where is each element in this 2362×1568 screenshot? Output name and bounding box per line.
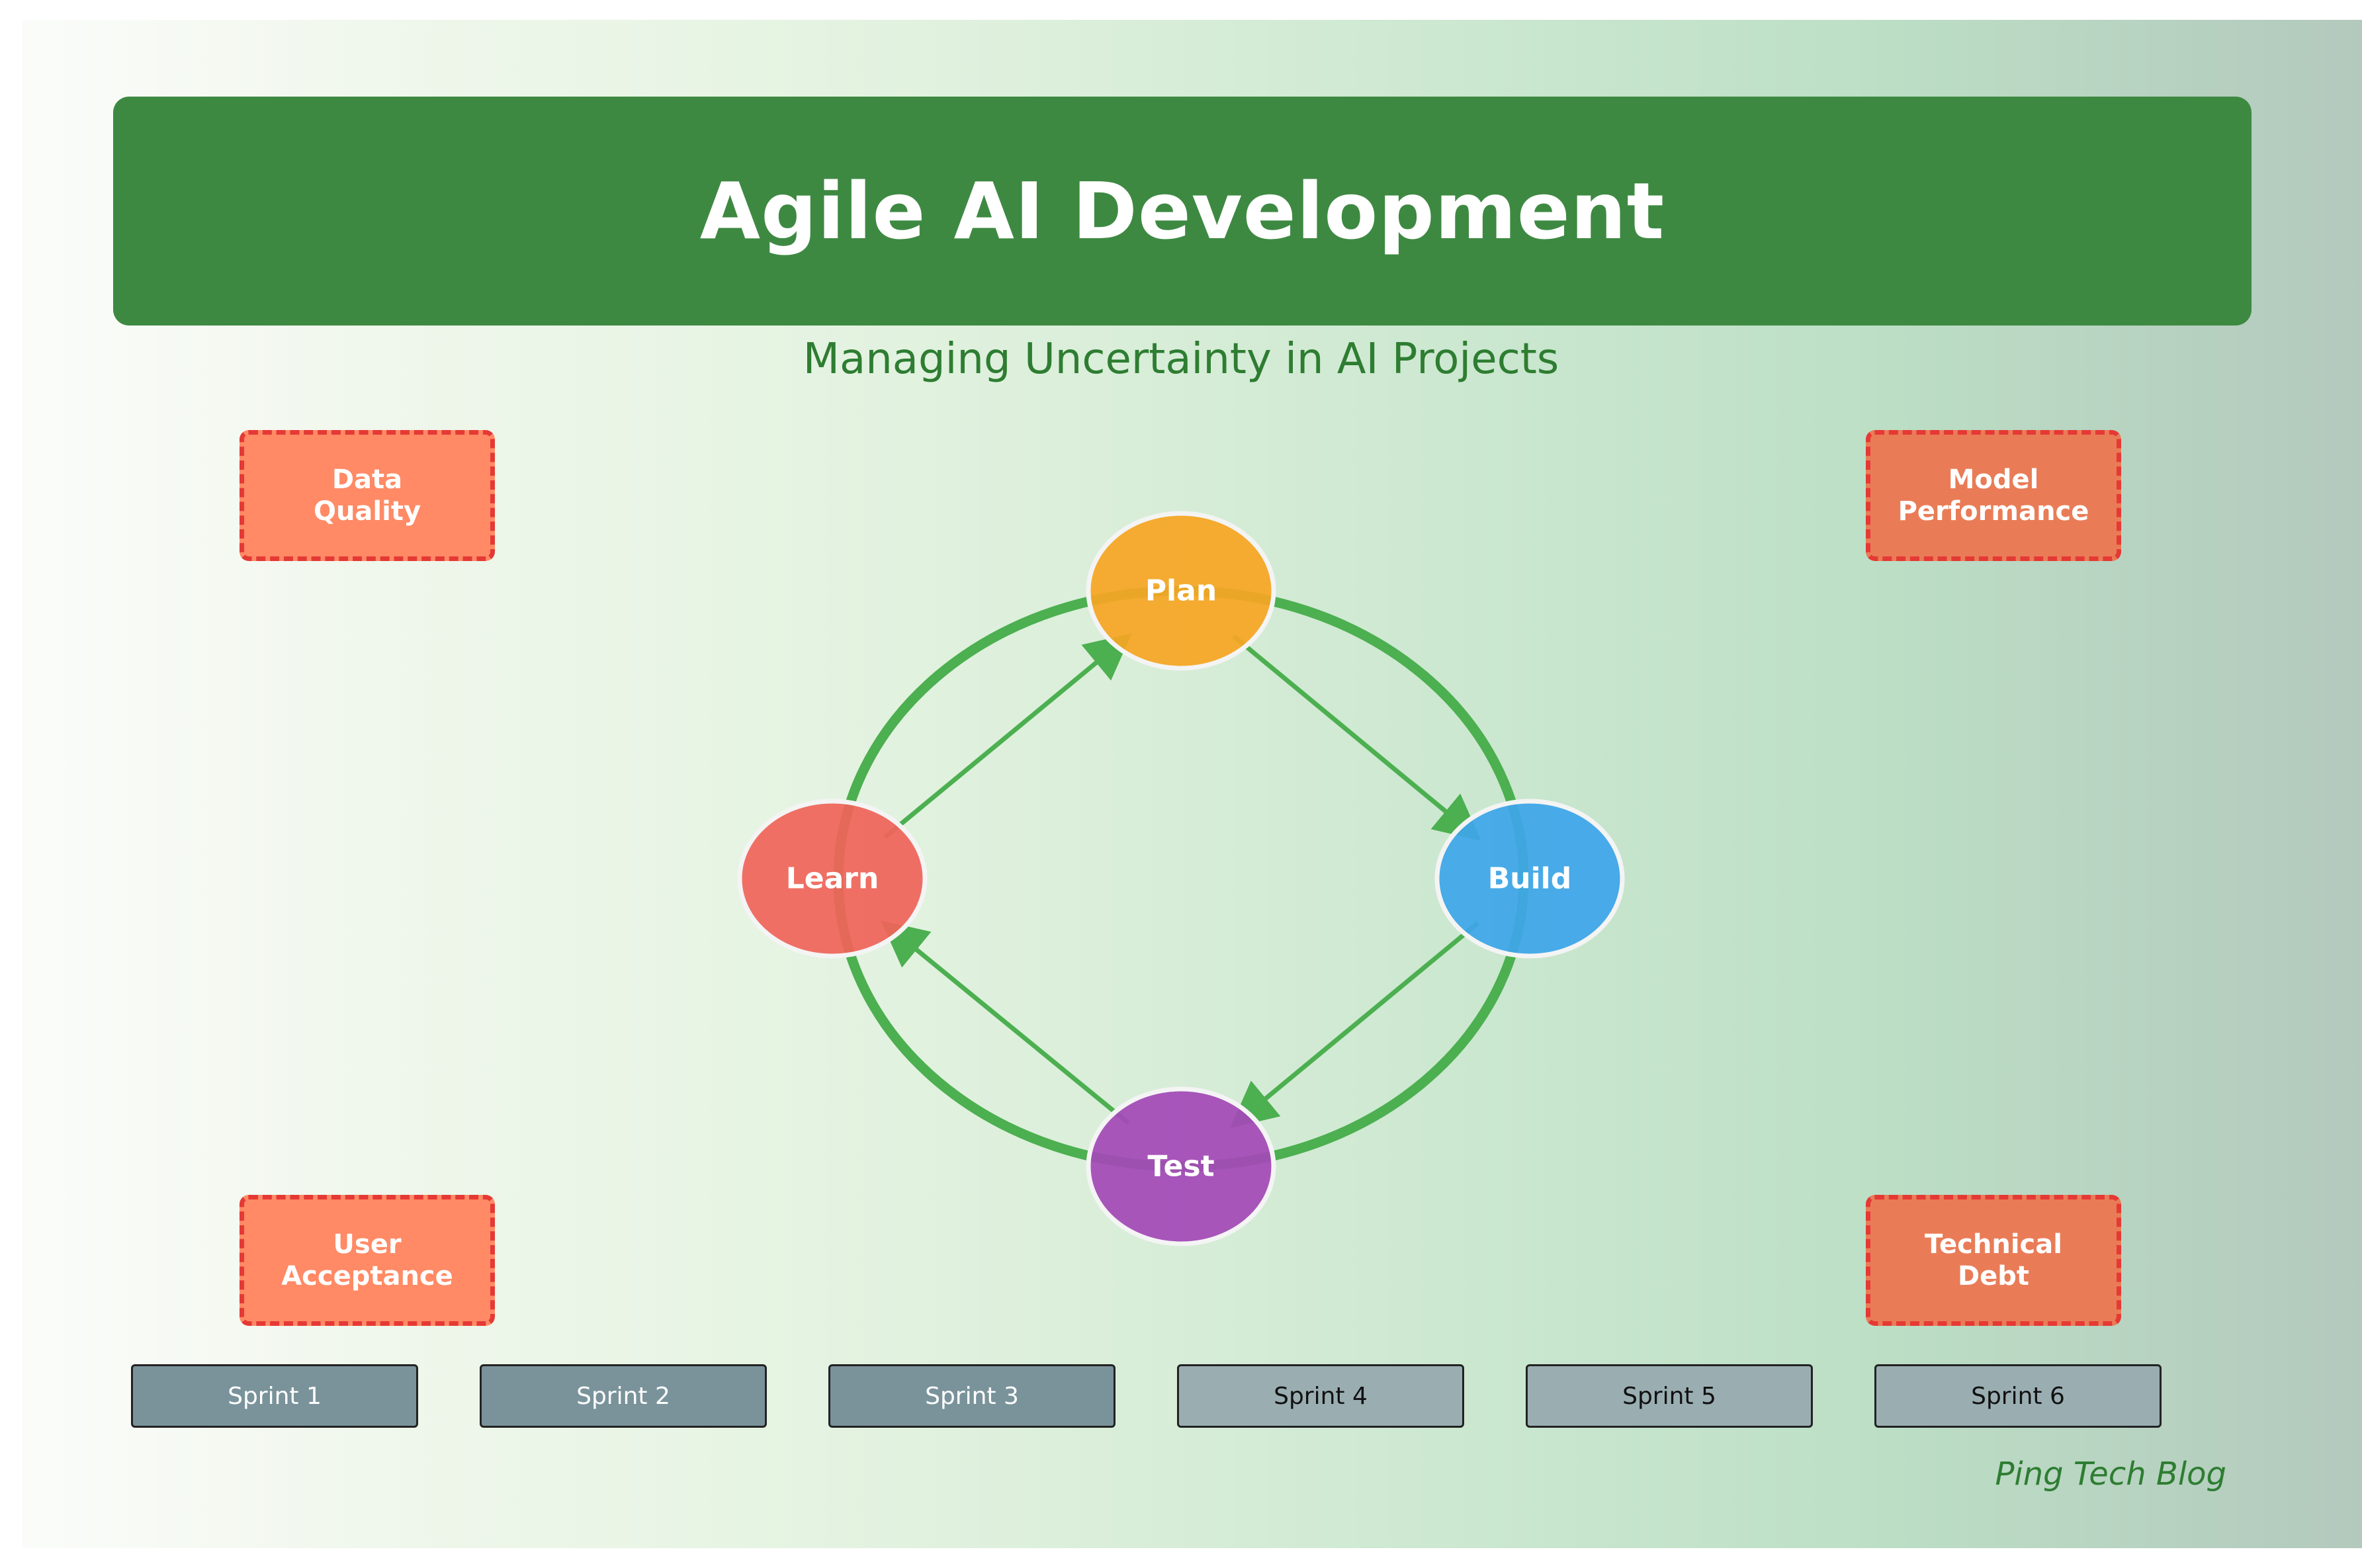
sprint-2: Sprint 2 bbox=[480, 1364, 767, 1428]
sprint-3: Sprint 3 bbox=[828, 1364, 1115, 1428]
sprint-1: Sprint 1 bbox=[131, 1364, 418, 1428]
stage-build: Build bbox=[1434, 799, 1625, 959]
arrow-build-to-test bbox=[1230, 921, 1480, 1128]
stage-plan-node bbox=[1086, 511, 1276, 671]
risk-data-quality: Data Quality bbox=[240, 430, 495, 561]
stage-learn: Learn bbox=[737, 799, 928, 959]
risk-technical-debt: Technical Debt bbox=[1866, 1195, 2121, 1326]
stage-test-node bbox=[1086, 1086, 1276, 1246]
footer-credit: Ping Tech Blog bbox=[1995, 1456, 2226, 1493]
risk-user-acceptance: User Acceptance bbox=[240, 1195, 495, 1326]
cycle-loop bbox=[833, 586, 1529, 1172]
title-banner: Agile AI Development bbox=[113, 97, 2252, 326]
arrow-learn-to-plan bbox=[883, 633, 1132, 839]
stage-plan: Plan bbox=[1086, 511, 1276, 671]
stage-test-label: Test bbox=[1147, 1150, 1214, 1184]
page-title: Agile AI Development bbox=[699, 165, 1665, 257]
arrow-plan-to-build bbox=[1232, 634, 1481, 841]
page-subtitle: Managing Uncertainty in AI Projects bbox=[803, 335, 1559, 384]
stage-plan-label: Plan bbox=[1145, 574, 1217, 608]
arrow-test-to-learn bbox=[881, 920, 1130, 1125]
risk-model-performance: Model Performance bbox=[1866, 430, 2121, 561]
stage-test: Test bbox=[1086, 1086, 1276, 1246]
stage-build-node bbox=[1434, 799, 1625, 959]
sprint-4: Sprint 4 bbox=[1177, 1364, 1464, 1428]
stage-build-label: Build bbox=[1488, 862, 1572, 896]
stage-learn-label: Learn bbox=[786, 862, 879, 896]
stage-learn-node bbox=[737, 799, 928, 959]
sprint-6: Sprint 6 bbox=[1874, 1364, 2162, 1428]
sprint-5: Sprint 5 bbox=[1526, 1364, 1813, 1428]
